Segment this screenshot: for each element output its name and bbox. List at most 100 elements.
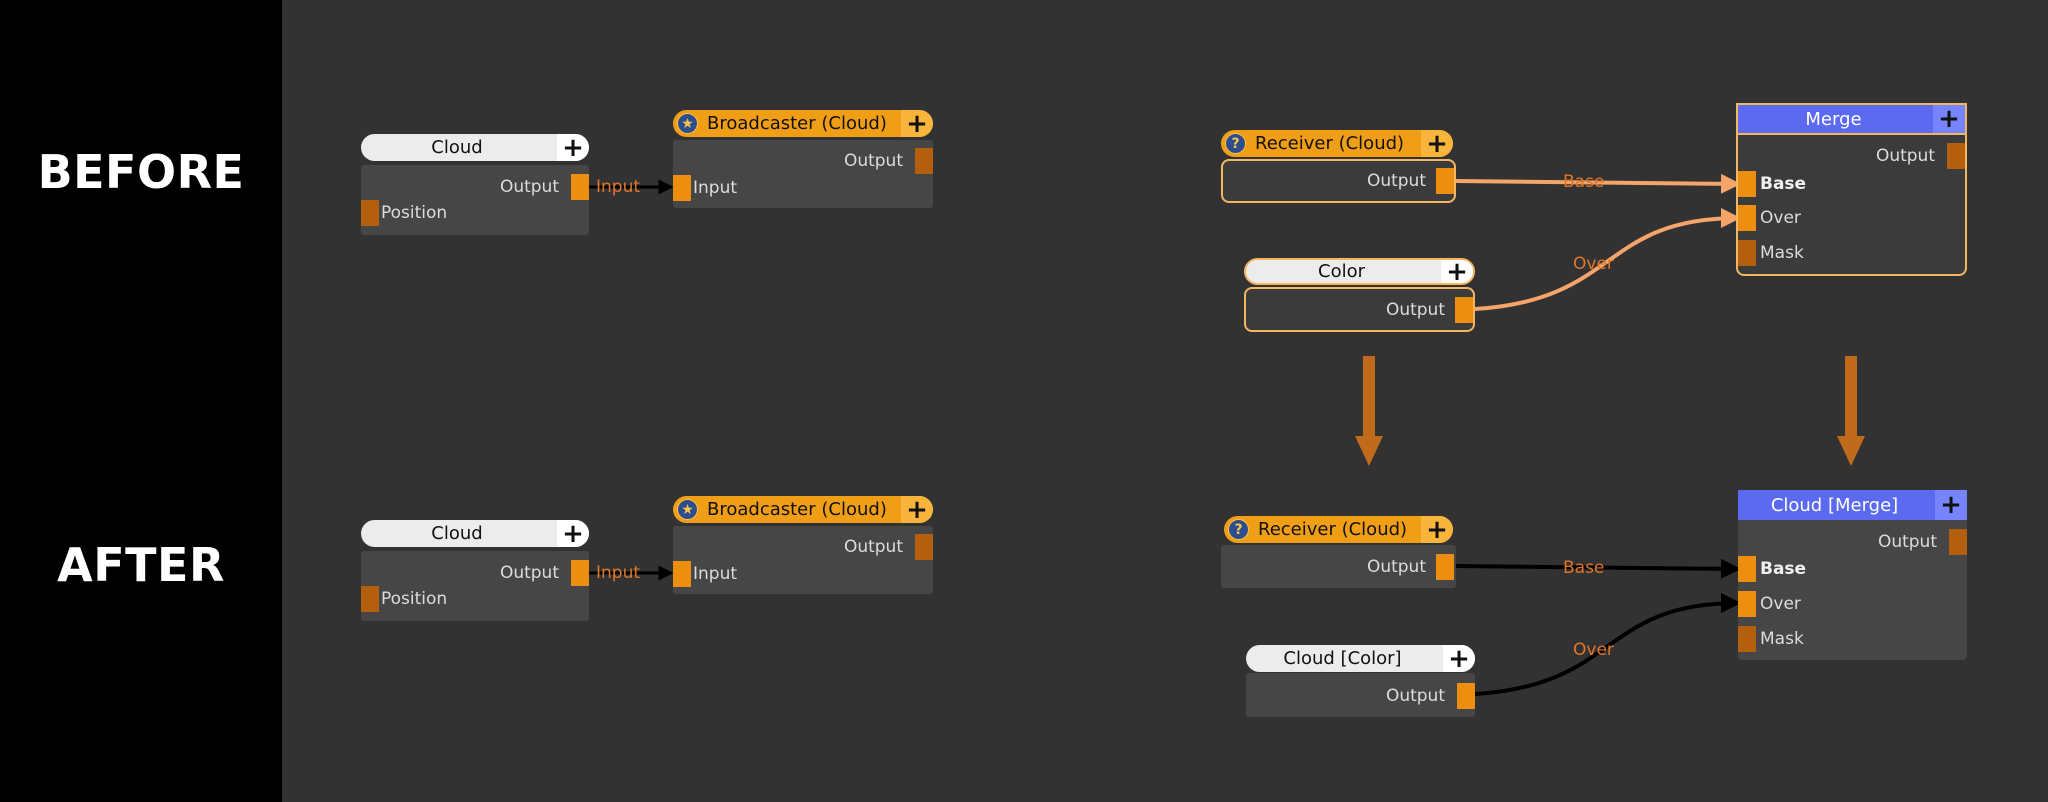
add-icon[interactable]: +: [1935, 490, 1967, 520]
output-port[interactable]: [1455, 297, 1473, 323]
position-port-row: Position: [361, 586, 589, 612]
output-port[interactable]: [1436, 554, 1454, 580]
output-port-row: Output: [1738, 529, 1967, 555]
add-icon[interactable]: +: [1421, 515, 1453, 545]
node-header[interactable]: Merge +: [1736, 103, 1967, 135]
output-port[interactable]: [1949, 529, 1967, 555]
wire-label-base-after: Base: [1563, 558, 1605, 578]
output-port-row: Output: [1246, 683, 1475, 709]
output-port-row: Output: [361, 174, 589, 200]
transform-arrow-left: [1354, 356, 1384, 466]
output-port-row: Output: [1221, 554, 1456, 580]
wire-label-over-before: Over: [1573, 254, 1614, 274]
input-port-row: Input: [673, 175, 933, 201]
wire-color-to-merge-over-before[interactable]: [1474, 208, 1741, 311]
receiver-icon: ?: [1225, 133, 1246, 154]
input-port[interactable]: [673, 175, 691, 201]
node-body: [361, 551, 589, 621]
broadcaster-icon: ★: [677, 113, 698, 134]
wire-label-base-before: Base: [1563, 172, 1605, 192]
node-header[interactable]: Cloud [Color] +: [1246, 644, 1475, 674]
position-port[interactable]: [361, 586, 379, 612]
node-title: Broadcaster (Cloud): [707, 499, 887, 520]
position-label: Position: [381, 203, 448, 223]
add-icon[interactable]: +: [1443, 644, 1475, 674]
position-port[interactable]: [361, 200, 379, 226]
base-label: Base: [1760, 559, 1807, 579]
node-header[interactable]: ★ Broadcaster (Cloud) +: [673, 495, 933, 525]
output-label: Output: [1877, 532, 1937, 552]
wire-label-over-after: Over: [1573, 640, 1614, 660]
wire-receiver-to-merge-base-after[interactable]: [1455, 558, 1741, 579]
node-title: Cloud: [431, 137, 483, 158]
node-body: [1221, 545, 1456, 588]
node-body: [1246, 673, 1475, 717]
output-label: Output: [1385, 300, 1445, 320]
over-label: Over: [1760, 208, 1801, 228]
sidebar-panel: BEFORE AFTER: [0, 0, 282, 802]
output-port[interactable]: [571, 174, 589, 200]
over-port[interactable]: [1738, 205, 1756, 231]
mask-port-row: Mask: [1738, 240, 1967, 266]
position-label: Position: [381, 589, 448, 609]
input-label: Input: [693, 564, 738, 584]
node-title: Receiver (Cloud): [1258, 519, 1408, 540]
add-icon[interactable]: +: [901, 495, 933, 525]
output-port[interactable]: [915, 148, 933, 174]
node-body: [361, 165, 589, 235]
mask-port[interactable]: [1738, 240, 1756, 266]
transform-arrow-right: [1836, 356, 1866, 466]
output-label: Output: [1366, 171, 1426, 191]
input-port-row: Input: [673, 561, 933, 587]
node-header[interactable]: ★ Broadcaster (Cloud) +: [673, 109, 933, 139]
base-label: Base: [1760, 174, 1807, 194]
broadcaster-icon: ★: [677, 499, 698, 520]
mask-port[interactable]: [1738, 626, 1756, 652]
base-port[interactable]: [1738, 556, 1756, 582]
node-title: Receiver (Cloud): [1255, 133, 1405, 154]
node-header[interactable]: ? Receiver (Cloud) +: [1221, 129, 1453, 159]
node-header[interactable]: Cloud [Merge] +: [1738, 490, 1967, 520]
position-port-row: Position: [361, 200, 589, 226]
output-port[interactable]: [1947, 143, 1965, 169]
mask-port-row: Mask: [1738, 626, 1967, 652]
output-port[interactable]: [571, 560, 589, 586]
after-label: AFTER: [57, 538, 225, 592]
add-icon[interactable]: +: [557, 519, 589, 549]
node-title: Broadcaster (Cloud): [707, 113, 887, 134]
add-icon[interactable]: +: [1421, 129, 1453, 159]
output-label: Output: [499, 563, 559, 583]
node-header[interactable]: Cloud +: [361, 519, 589, 549]
before-label: BEFORE: [37, 145, 245, 199]
output-label: Output: [1385, 686, 1445, 706]
wire-label-input-after: Input: [596, 563, 641, 583]
node-header[interactable]: Color +: [1244, 257, 1475, 287]
input-label: Input: [693, 178, 738, 198]
add-icon[interactable]: +: [1441, 257, 1473, 287]
wire-receiver-to-merge-base-before[interactable]: [1455, 173, 1741, 194]
over-port[interactable]: [1738, 591, 1756, 617]
base-port[interactable]: [1738, 171, 1756, 197]
input-port[interactable]: [673, 561, 691, 587]
node-title: Cloud [Merge]: [1770, 494, 1899, 516]
node-title: Cloud: [431, 523, 483, 544]
wire-color-to-merge-over-after[interactable]: [1474, 593, 1741, 696]
output-port[interactable]: [1457, 683, 1475, 709]
output-label: Output: [843, 151, 903, 171]
output-port-row: Output: [1736, 143, 1965, 169]
over-port-row: Over: [1738, 205, 1967, 231]
base-port-row: Base: [1738, 171, 1967, 197]
output-port[interactable]: [1436, 168, 1454, 194]
node-header[interactable]: Cloud +: [361, 133, 589, 163]
add-icon[interactable]: +: [557, 133, 589, 163]
output-port[interactable]: [915, 534, 933, 560]
add-icon[interactable]: +: [901, 109, 933, 139]
output-label: Output: [499, 177, 559, 197]
over-label: Over: [1760, 594, 1801, 614]
output-port-row: Output: [1244, 297, 1475, 323]
node-header[interactable]: ? Receiver (Cloud) +: [1224, 515, 1453, 545]
mask-label: Mask: [1760, 629, 1804, 649]
wire-label-input-before: Input: [596, 177, 641, 197]
add-icon[interactable]: +: [1933, 104, 1965, 134]
